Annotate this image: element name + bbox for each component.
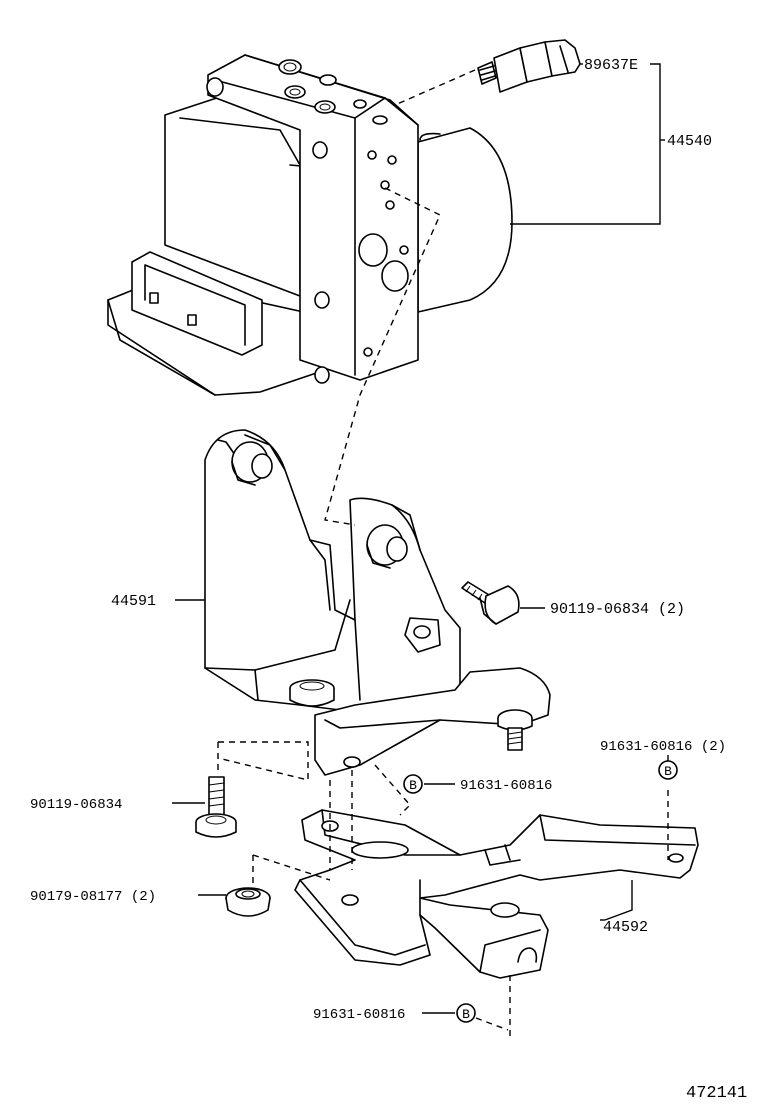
ref-marker-bottom: B [456,1003,476,1023]
label-stud-right: 91631-60816 (2) [600,739,726,755]
assembly-dashed-lines [217,69,669,1040]
label-left-bolt: 90119-06834 [30,797,122,813]
label-actuator: 44540 [667,133,712,150]
label-upper-bracket: 44591 [111,593,156,610]
nut-illustration [225,887,271,917]
upper-bracket-arm-illustration [314,667,551,776]
label-stud-bottom: 91631-60816 [313,1007,405,1023]
label-side-bolt: 90119-06834 (2) [550,601,685,618]
ref-marker-mid: B [403,774,423,794]
svg-text:B: B [664,764,672,779]
svg-text:B: B [462,1007,470,1022]
upper-bracket-illustration [204,429,461,716]
ref-marker-right: B [658,760,678,780]
leader-lines [172,63,669,1014]
left-bolt-illustration [195,776,237,838]
label-nut: 90179-08177 (2) [30,889,156,905]
abs-actuator-illustration [107,54,513,396]
label-stud-mid: 91631-60816 [460,778,552,794]
svg-text:B: B [409,778,417,793]
label-lower-bracket: 44592 [603,919,648,936]
diagram-id: 472141 [686,1084,747,1103]
label-sensor: 89637E [584,57,638,74]
lower-bracket-illustration [294,809,699,979]
side-bolt-illustration [461,581,520,625]
pressure-sensor-illustration [477,39,581,93]
